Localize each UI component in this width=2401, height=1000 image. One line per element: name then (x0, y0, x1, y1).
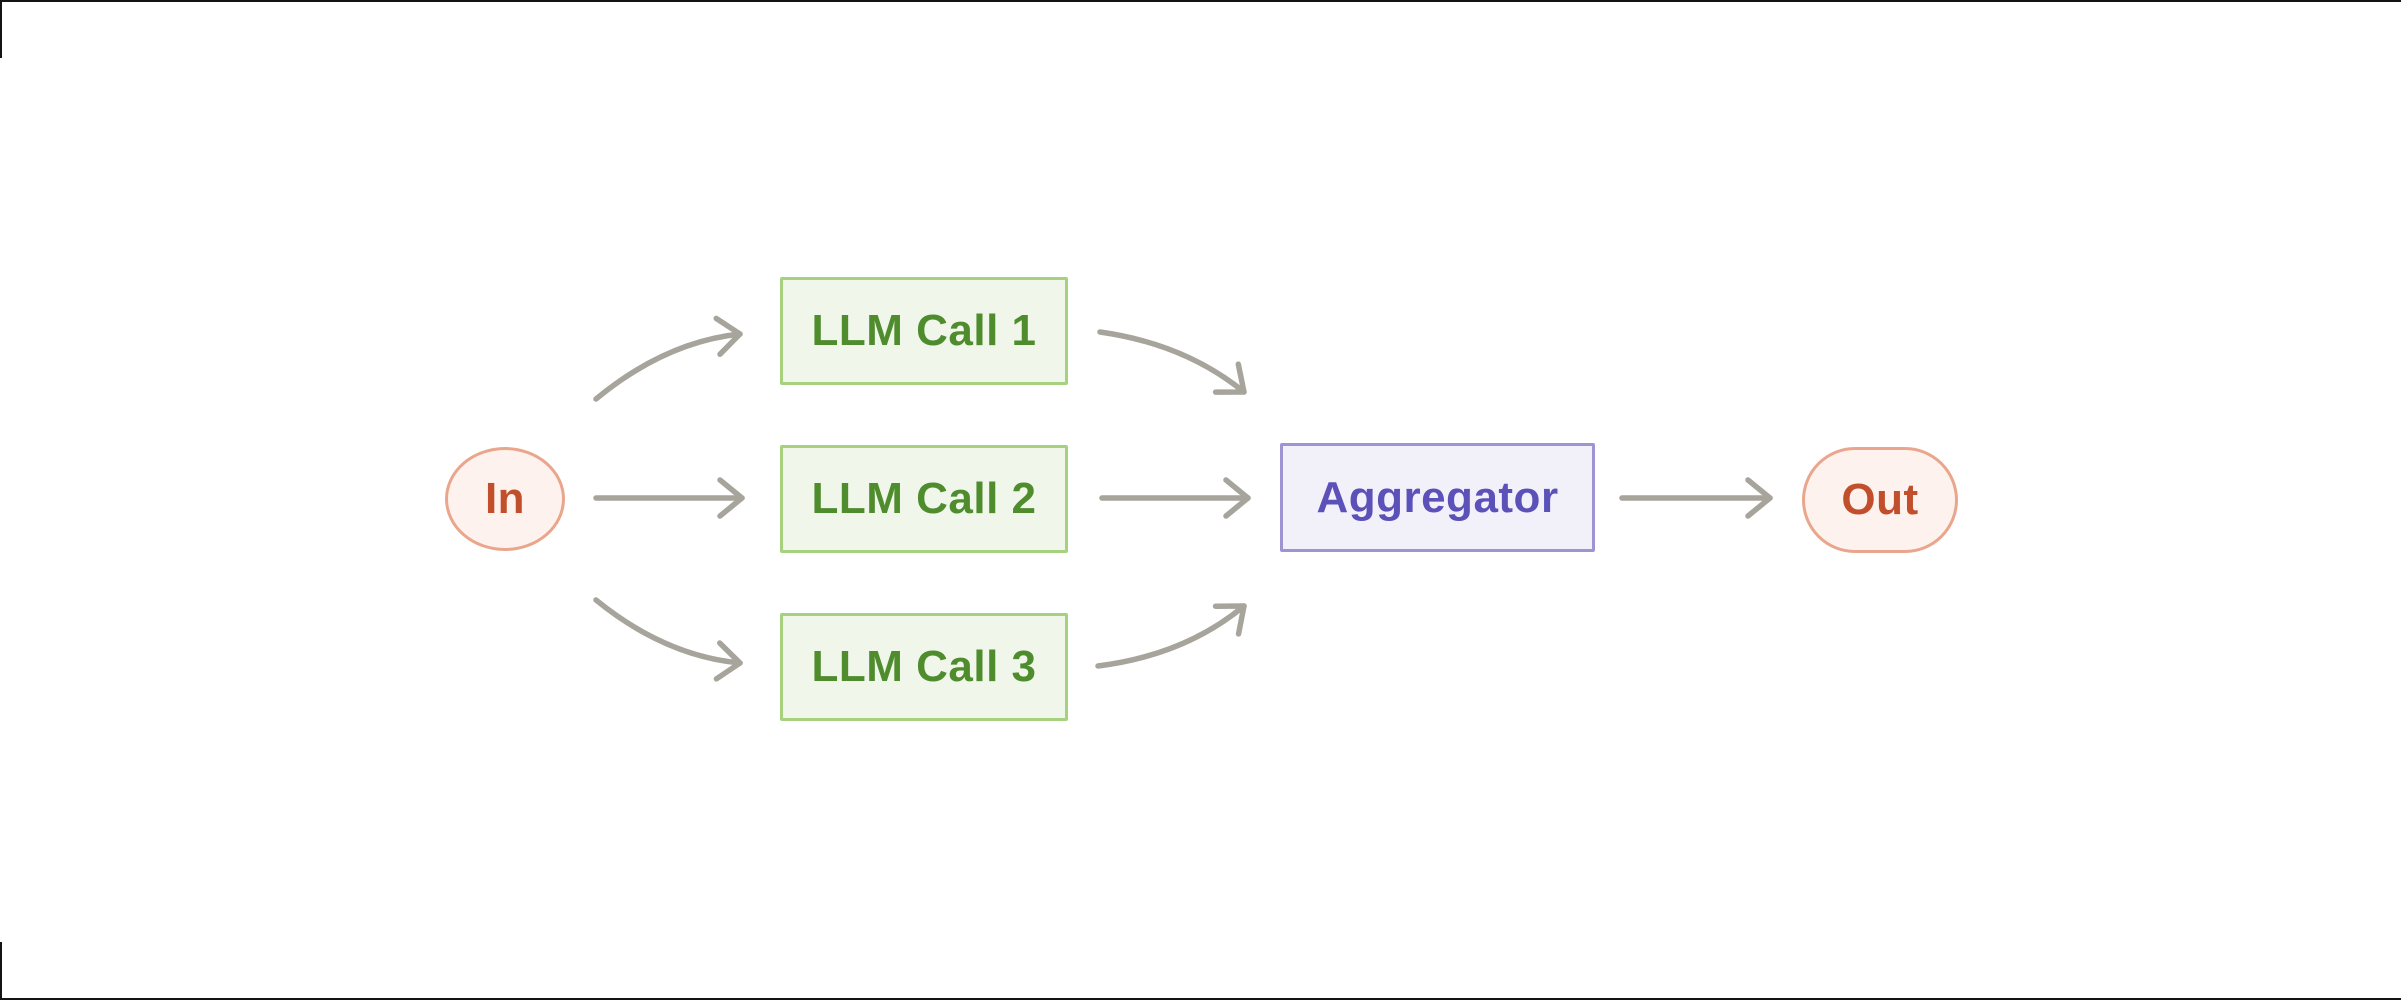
arrow-llm3-to-aggregator (1095, 603, 1247, 669)
screen-edge-left-top-tick (0, 0, 2, 58)
arrow-in-to-llm1 (593, 315, 743, 402)
arrow-in-to-llm3 (593, 597, 743, 682)
aggregator-node-label: Aggregator (1316, 472, 1559, 522)
output-node: Out (1802, 447, 1958, 553)
screen-edge-top-line (0, 0, 2401, 2)
screen-edge-left-bottom-tick (0, 942, 2, 1000)
aggregator-node: Aggregator (1280, 443, 1595, 552)
input-node-label: In (484, 474, 526, 523)
llm-call-3-label: LLM Call 3 (811, 642, 1037, 691)
llm-call-2-node: LLM Call 2 (780, 445, 1068, 553)
llm-call-2-label: LLM Call 2 (811, 474, 1037, 523)
screen-edge-bottom-line (0, 998, 2401, 1000)
llm-call-1-label: LLM Call 1 (811, 306, 1037, 355)
arrow-llm1-to-aggregator (1097, 329, 1247, 395)
llm-call-3-node: LLM Call 3 (780, 613, 1068, 721)
input-node: In (445, 447, 565, 551)
llm-call-1-node: LLM Call 1 (780, 277, 1068, 385)
output-node-label: Out (1841, 475, 1919, 524)
